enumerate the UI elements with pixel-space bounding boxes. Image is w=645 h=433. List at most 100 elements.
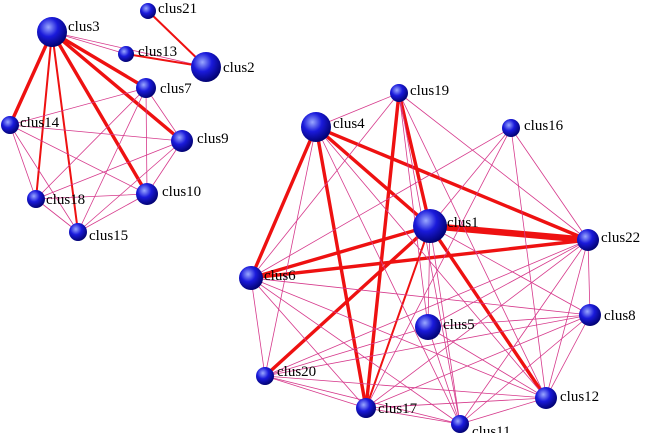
node-clus3 xyxy=(37,17,67,47)
edge-clus8-clus12 xyxy=(545,314,591,399)
node-label-clus13: clus13 xyxy=(138,44,177,60)
node-label-clus20: clus20 xyxy=(277,364,316,380)
node-clus11 xyxy=(451,415,469,433)
edge-clus1-clus20 xyxy=(263,224,432,378)
node-clus10 xyxy=(136,183,158,205)
edges-layer xyxy=(8,10,592,425)
edge-clus19-clus11 xyxy=(398,92,461,425)
node-sphere-clus19 xyxy=(390,84,408,102)
edge-clus22-clus5 xyxy=(427,239,589,328)
node-label-clus15: clus15 xyxy=(89,228,128,244)
node-clus5 xyxy=(415,314,441,340)
edge-clus19-clus6 xyxy=(250,92,400,279)
node-label-clus4: clus4 xyxy=(333,116,365,132)
node-label-clus5: clus5 xyxy=(443,317,475,333)
edge-clus3-clus7 xyxy=(50,30,148,90)
node-clus4 xyxy=(301,112,331,142)
node-sphere-clus12 xyxy=(535,387,557,409)
edge-clus14-clus15 xyxy=(9,124,79,233)
node-label-clus1: clus1 xyxy=(447,215,479,231)
edge-clus4-clus22 xyxy=(314,125,590,242)
node-label-clus21: clus21 xyxy=(158,1,197,17)
node-sphere-clus18 xyxy=(27,190,45,208)
edge-clus6-clus12 xyxy=(250,277,547,399)
node-sphere-clus6 xyxy=(239,266,263,290)
edge-clus14-clus7 xyxy=(9,87,147,126)
edge-clus9-clus15 xyxy=(77,140,183,233)
node-label-clus3: clus3 xyxy=(68,19,100,35)
node-sphere-clus17 xyxy=(356,398,376,418)
edge-clus1-clus8 xyxy=(429,225,591,316)
node-sphere-clus5 xyxy=(415,314,441,340)
edge-clus16-clus22 xyxy=(510,127,589,241)
edge-clus22-clus20 xyxy=(264,239,589,377)
edge-clus17-clus11 xyxy=(365,407,461,425)
node-clus2 xyxy=(191,52,221,82)
node-clus13 xyxy=(118,46,134,62)
node-label-clus9: clus9 xyxy=(197,131,229,147)
edge-clus4-clus11 xyxy=(315,126,461,425)
edge-clus4-clus20 xyxy=(264,126,317,377)
node-clus16 xyxy=(502,119,520,137)
edge-clus3-clus14 xyxy=(8,30,54,127)
node-sphere-clus21 xyxy=(140,3,156,19)
edge-clus4-clus1 xyxy=(314,125,432,228)
edge-clus8-clus17 xyxy=(365,314,591,409)
node-clus17 xyxy=(356,398,376,418)
node-label-clus17: clus17 xyxy=(378,401,418,417)
edge-clus19-clus12 xyxy=(398,92,547,399)
edge-clus10-clus18 xyxy=(35,193,148,200)
node-sphere-clus13 xyxy=(118,46,134,62)
node-clus21 xyxy=(140,3,156,19)
edge-clus19-clus5 xyxy=(398,92,429,328)
node-sphere-clus2 xyxy=(191,52,221,82)
edge-clus19-clus17 xyxy=(364,91,401,410)
edge-clus14-clus18 xyxy=(9,124,37,200)
node-sphere-clus11 xyxy=(451,415,469,433)
edge-clus14-clus10 xyxy=(9,124,148,195)
node-label-clus6: clus6 xyxy=(264,268,296,284)
edge-clus22-clus17 xyxy=(365,239,589,409)
node-sphere-clus10 xyxy=(136,183,158,205)
edge-clus19-clus22 xyxy=(398,92,589,241)
node-sphere-clus1 xyxy=(413,209,447,243)
edge-clus16-clus6 xyxy=(250,127,512,279)
node-sphere-clus9 xyxy=(171,130,193,152)
edge-clus14-clus9 xyxy=(9,124,183,142)
edge-clus1-clus6 xyxy=(249,224,432,280)
node-clus7 xyxy=(136,78,156,98)
edge-clus22-clus8 xyxy=(587,239,591,316)
node-clus20 xyxy=(256,367,274,385)
node-sphere-clus15 xyxy=(69,223,87,241)
edge-clus6-clus17 xyxy=(250,277,367,409)
node-sphere-clus7 xyxy=(136,78,156,98)
edge-clus9-clus18 xyxy=(35,140,183,200)
node-label-clus18: clus18 xyxy=(46,192,85,208)
node-clus9 xyxy=(171,130,193,152)
edge-clus6-clus8 xyxy=(250,277,591,316)
edge-clus6-clus11 xyxy=(250,277,461,425)
edge-clus16-clus12 xyxy=(510,127,547,399)
edge-clus3-clus15 xyxy=(51,31,79,233)
edge-clus7-clus15 xyxy=(77,87,147,233)
edge-clus4-clus12 xyxy=(315,126,547,399)
node-sphere-clus16 xyxy=(502,119,520,137)
edge-clus11-clus12 xyxy=(459,397,547,425)
edge-clus7-clus18 xyxy=(35,87,147,200)
edge-clus4-clus6 xyxy=(249,125,318,280)
node-clus19 xyxy=(390,84,408,102)
edge-clus6-clus20 xyxy=(250,277,266,377)
node-sphere-clus14 xyxy=(1,116,19,134)
edge-clus5-clus20 xyxy=(264,326,429,377)
edge-clus20-clus12 xyxy=(264,375,547,399)
edge-clus8-clus11 xyxy=(459,314,591,425)
node-label-clus2: clus2 xyxy=(223,60,255,76)
node-label-clus19: clus19 xyxy=(410,83,449,99)
edge-clus16-clus17 xyxy=(365,127,512,409)
node-label-clus10: clus10 xyxy=(162,184,201,200)
node-clus6 xyxy=(239,266,263,290)
node-sphere-clus3 xyxy=(37,17,67,47)
node-label-clus7: clus7 xyxy=(160,81,192,97)
node-sphere-clus4 xyxy=(301,112,331,142)
node-clus14 xyxy=(1,116,19,134)
